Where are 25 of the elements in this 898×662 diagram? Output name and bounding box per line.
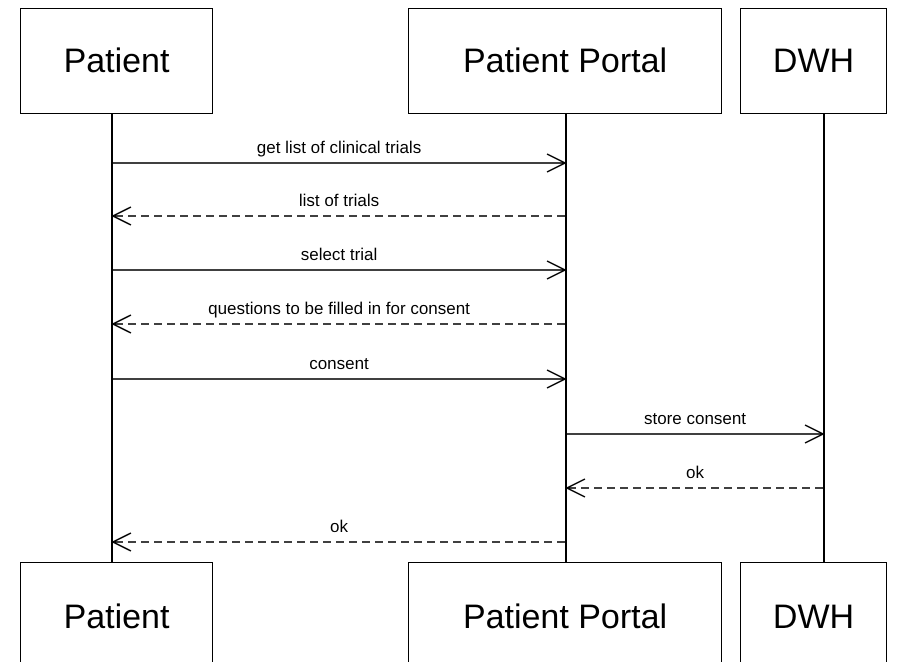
message-arrow [567, 424, 824, 444]
message-arrow [113, 260, 566, 280]
message-label: store consent [644, 409, 746, 429]
return-arrow [566, 478, 823, 498]
message-label: questions to be filled in for consent [208, 299, 470, 319]
participant-box: Patient Portal [408, 562, 722, 662]
participant-box: Patient [20, 8, 213, 114]
message-label: consent [309, 354, 369, 374]
participant-box: DWH [740, 8, 887, 114]
return-arrow [112, 314, 565, 334]
lifeline [823, 114, 825, 562]
participant-box: DWH [740, 562, 887, 662]
message-label: ok [330, 517, 348, 537]
return-arrow [112, 206, 565, 226]
message-arrow [113, 153, 566, 173]
message-arrow [113, 369, 566, 389]
lifeline [111, 114, 113, 562]
message-label: ok [686, 463, 704, 483]
message-label: get list of clinical trials [256, 138, 422, 158]
return-arrow [112, 532, 565, 552]
message-label: select trial [300, 245, 378, 265]
message-label: list of trials [298, 191, 380, 211]
participant-box: Patient Portal [408, 8, 722, 114]
lifeline [565, 114, 567, 562]
participant-box: Patient [20, 562, 213, 662]
